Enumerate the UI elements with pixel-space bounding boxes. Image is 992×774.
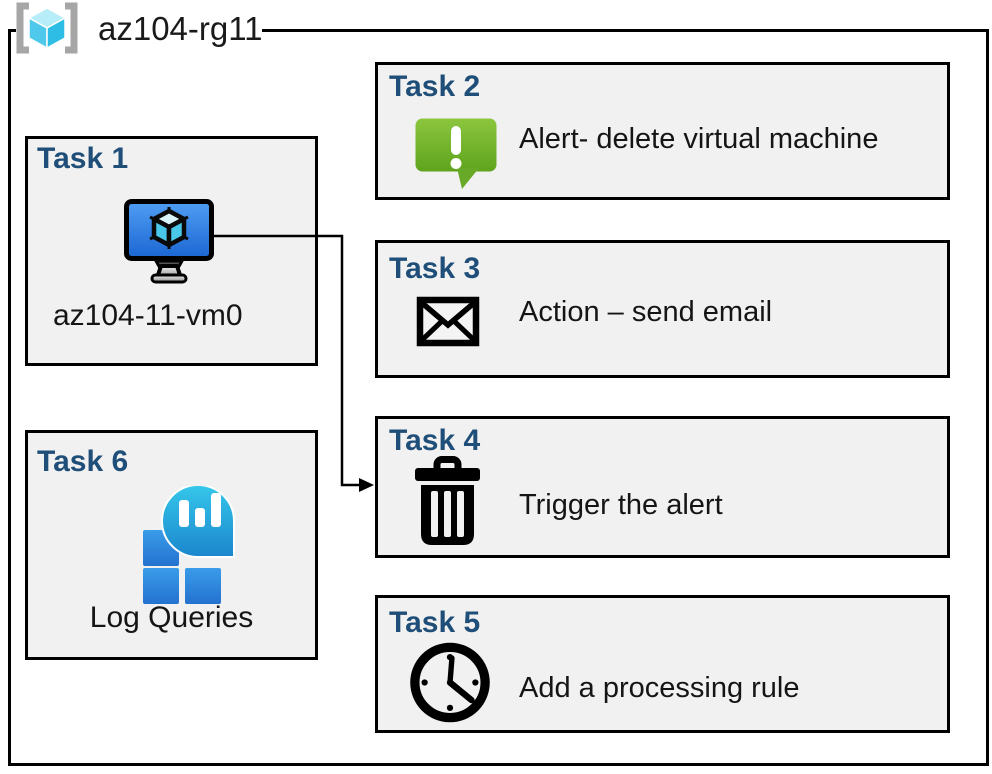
clock-icon (410, 642, 490, 723)
task5-caption: Add a processing rule (519, 672, 800, 704)
task1-caption: az104-11-vm0 (53, 299, 243, 332)
task3-label: Task 3 (389, 252, 481, 285)
alert-icon (415, 118, 497, 191)
virtual-machine-icon (123, 198, 215, 284)
frame-title-gap (16, 25, 262, 36)
task3-caption: Action – send email (519, 296, 773, 328)
task1-label: Task 1 (37, 142, 129, 175)
task4-box: Task 4 Trigger the alert (375, 416, 950, 558)
trash-icon (414, 456, 481, 548)
task2-caption: Alert- delete virtual machine (519, 123, 879, 155)
resource-group-name: az104-rg11 (98, 10, 263, 47)
log-analytics-icon (143, 486, 235, 604)
task1-box: Task 1 (25, 136, 318, 366)
task4-label: Task 4 (389, 424, 481, 457)
resource-group-icon (15, 2, 79, 54)
email-icon (416, 296, 480, 347)
task6-box: Task 6 Log Queries (25, 430, 318, 660)
task3-box: Task 3 Action – send email (375, 240, 950, 378)
task2-label: Task 2 (389, 70, 481, 103)
task5-box: Task 5 Add a processing rule (375, 595, 950, 733)
task6-caption: Log Queries (89, 601, 254, 634)
task4-caption: Trigger the alert (519, 489, 723, 521)
resource-group-frame (8, 29, 989, 766)
task2-box: Task 2 Alert- delete virtual machine (375, 62, 950, 200)
task6-label: Task 6 (37, 445, 129, 478)
task5-label: Task 5 (389, 606, 481, 639)
